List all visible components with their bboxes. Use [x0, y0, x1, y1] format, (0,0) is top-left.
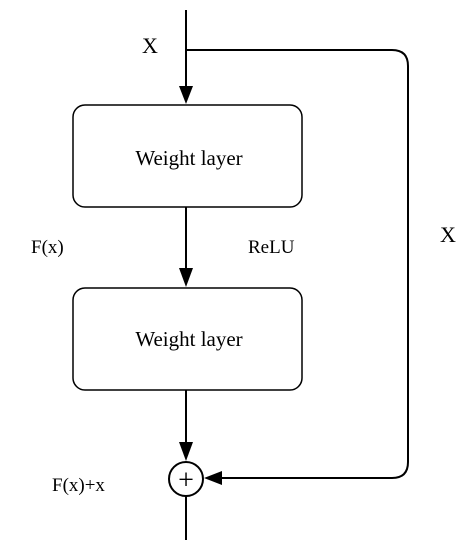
relu-label: ReLU [248, 237, 295, 258]
input-x-label: X [142, 33, 158, 58]
input-arrowhead [179, 86, 193, 104]
adder-symbol: + [178, 465, 194, 496]
sum-label: F(x)+x [52, 475, 105, 496]
weight-layer-box-2 [72, 287, 303, 391]
skip-connection-line [186, 49, 409, 479]
weight-layer-1-label: Weight layer [135, 146, 242, 170]
skip-x-label: X [440, 222, 456, 247]
middle-arrowhead [179, 268, 193, 287]
weight-layer-box-1 [72, 104, 303, 208]
weight-layer-2-label: Weight layer [135, 327, 242, 351]
skip-arrowhead [204, 471, 222, 485]
residual-fx-label: F(x) [31, 237, 64, 258]
output-arrowhead [179, 442, 193, 461]
